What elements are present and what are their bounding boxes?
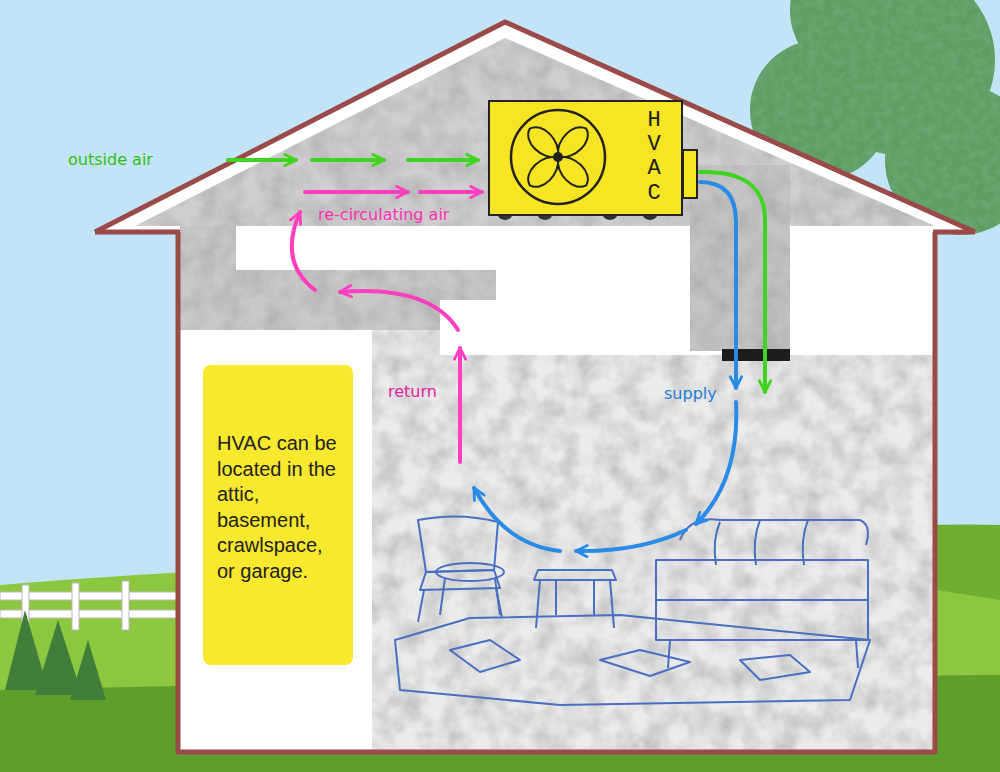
fan-blade [551,150,594,193]
flow-label: supply [664,384,717,403]
unit-label: HVAC [643,109,665,206]
fan-group [511,110,605,204]
flow-label: return [388,382,437,401]
note-box: HVAC can be located in the attic, baseme… [203,365,353,665]
hvac-unit: HVAC [488,100,683,216]
flow-label: re-circulating air [318,205,449,224]
fan-ring [511,110,605,204]
flow-label: outside air [68,150,153,169]
fan-blade [522,150,565,193]
note-text: HVAC can be located in the attic, baseme… [217,431,341,585]
fan-hub [553,152,563,162]
fan-symbol [490,102,620,215]
fan-blade [551,121,594,164]
fan-blade [522,121,565,164]
